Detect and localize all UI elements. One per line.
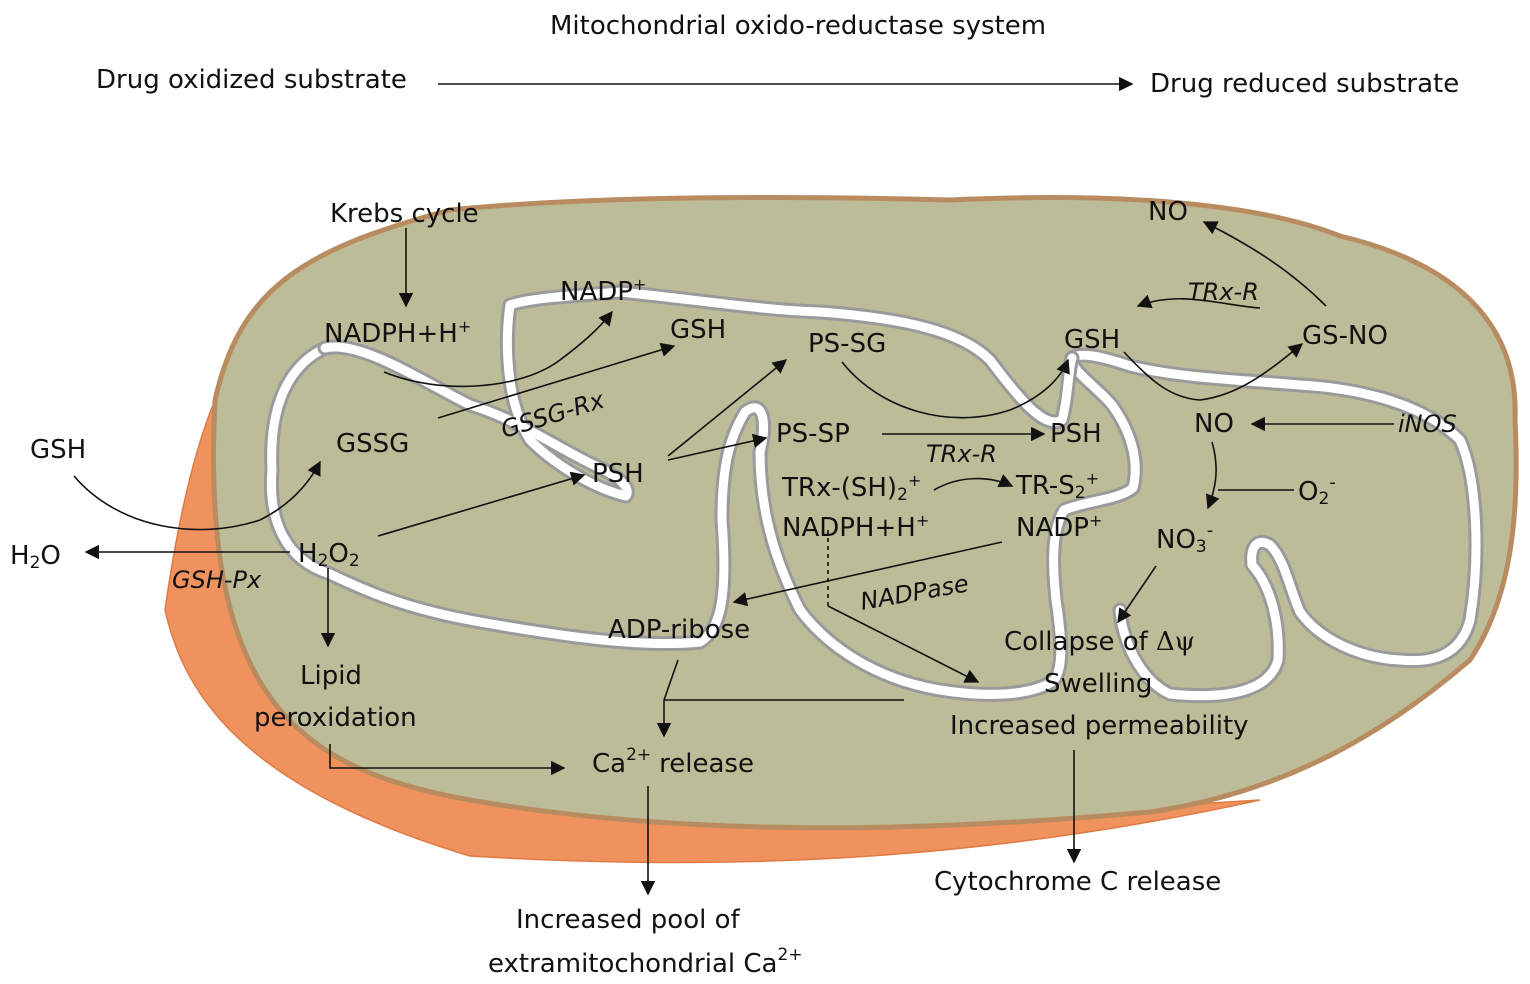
cytochrome-label: Cytochrome C release <box>934 867 1221 897</box>
h2o-label: H2O <box>10 541 61 573</box>
arrow-no-to-no3 <box>1205 441 1220 510</box>
arrow-nadph-to-nadp <box>383 310 613 388</box>
mitochondrion-matrix <box>211 194 1519 831</box>
ca-release-label: Ca2+release <box>592 745 754 779</box>
arrow-trx-to-trs2 <box>933 474 1014 491</box>
gsh-px-enzyme: GSH-Px <box>172 566 262 594</box>
trx-r-mid-enzyme: TRx-R <box>926 440 997 468</box>
peroxidation-label: peroxidation <box>254 703 417 733</box>
permeability-label: Increased permeability <box>950 711 1249 741</box>
arrow-h2o2-to-psh <box>377 471 586 537</box>
drug-reduced-label: Drug reduced substrate <box>1150 69 1459 99</box>
krebs-cycle-label: Krebs cycle <box>330 199 479 229</box>
no3-label: NO3- <box>1156 520 1213 557</box>
psh-mid-label: PSH <box>1050 419 1102 449</box>
psh-left-label: PSH <box>592 459 644 489</box>
arrow-pssg-to-gsh <box>841 358 1070 419</box>
gssg-label: GSSG <box>336 429 409 459</box>
pathway-arrows <box>73 76 1394 896</box>
trx-r-top-enzyme: TRx-R <box>1188 278 1259 306</box>
gsh-right-label: GSH <box>1064 325 1120 355</box>
arrow-gsno-to-no <box>1202 221 1327 307</box>
crista-highlight <box>266 343 1481 701</box>
arrow-gsh-to-gssg <box>73 460 321 531</box>
o2-label: O2- <box>1298 472 1336 509</box>
arrow-nadp-to-adp-ribose <box>732 541 1003 607</box>
tr-s2-label: TR-S2+ <box>1015 469 1099 503</box>
drug-oxidized-label: Drug oxidized substrate <box>96 65 407 95</box>
arrow-trxr-to-no <box>1136 294 1261 309</box>
gs-no-label: GS-NO <box>1302 321 1388 351</box>
nadp-label: NADP+ <box>560 275 646 307</box>
no-mid-label: NO <box>1194 409 1234 439</box>
diagram-title: Mitochondrial oxido-reductase system <box>550 11 1046 41</box>
nadph-h-mid-label: NADPH+H+ <box>782 511 929 543</box>
arrow-psh-to-pssg <box>667 359 788 457</box>
line-adp-to-ca <box>663 659 679 701</box>
adp-ribose-label: ADP-ribose <box>608 615 750 645</box>
pool-line2-label: extramitochondrial Ca2+ <box>488 945 803 979</box>
trx-sh2-label: TRx-(SH)2+ <box>781 471 921 505</box>
inos-enzyme: iNOS <box>1398 410 1457 438</box>
arrow-gsh-to-gsno <box>1123 343 1304 401</box>
arrow-gssg-to-gsh <box>437 342 676 419</box>
swelling-label: Swelling <box>1044 669 1152 699</box>
nadp-mid-label: NADP+ <box>1016 511 1102 543</box>
ps-sg-label: PS-SG <box>808 329 886 359</box>
lipid-label: Lipid <box>300 661 362 691</box>
arrow-no3-to-collapse <box>1117 565 1157 624</box>
gsh-top-label: GSH <box>670 315 726 345</box>
gsh-outside-label: GSH <box>30 435 86 465</box>
crista-upper-highlight <box>320 287 1077 501</box>
arrow-lipid-to-ca <box>329 744 566 776</box>
nadph-h-label: NADPH+H+ <box>324 317 471 349</box>
cristae <box>263 284 1484 704</box>
arrow-to-swelling <box>827 605 980 683</box>
no-top-label: NO <box>1148 197 1188 227</box>
pool-line1-label: Increased pool of <box>516 905 741 935</box>
ps-sp-label: PS-SP <box>776 419 850 449</box>
h2o2-label: H2O2 <box>298 539 360 571</box>
arrow-psh-to-pssp <box>667 433 768 461</box>
